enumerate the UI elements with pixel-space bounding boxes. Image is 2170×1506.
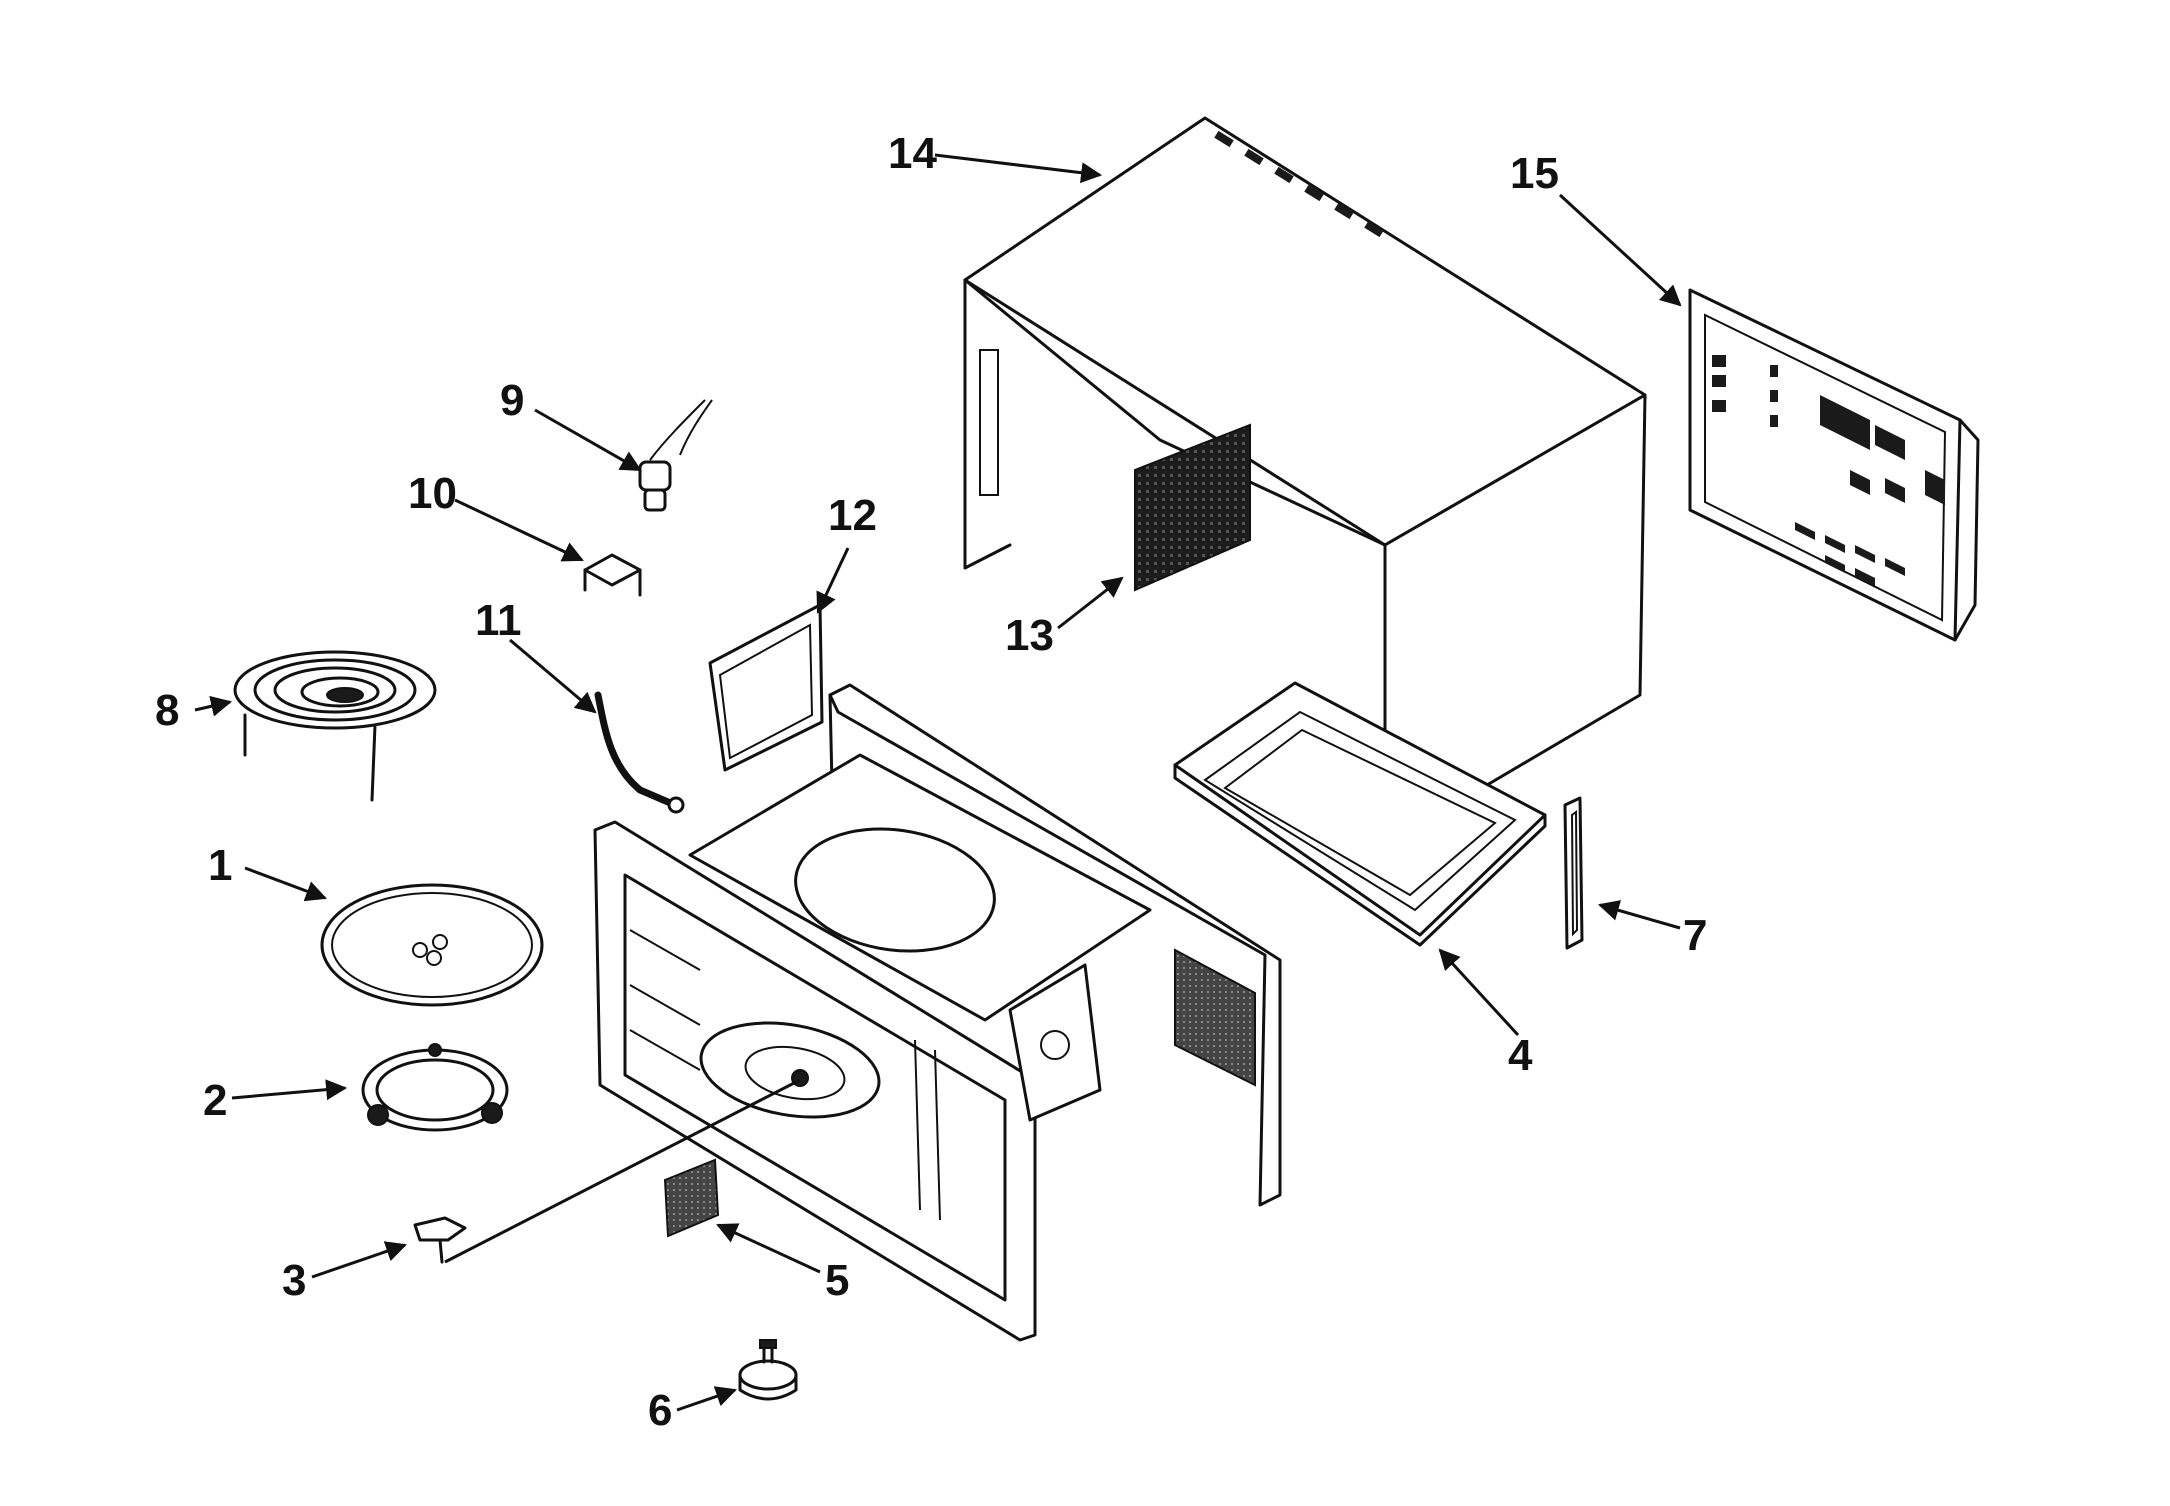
callout-4: 4 <box>1508 1031 1533 1080</box>
callout-labels: 1 2 3 4 5 6 7 8 9 10 11 12 13 14 15 <box>155 129 1707 1435</box>
callout-15: 15 <box>1510 149 1559 198</box>
part-5-mica-cover <box>663 1158 720 1238</box>
leader-14 <box>934 153 1103 184</box>
callout-5: 5 <box>825 1256 849 1305</box>
leader-7 <box>1597 900 1681 930</box>
part-11-wire-harness <box>594 691 685 814</box>
callout-13: 13 <box>1005 611 1054 660</box>
callout-12: 12 <box>828 491 877 540</box>
leader-2 <box>231 1079 348 1101</box>
part-10-lamp-bracket <box>583 553 642 597</box>
callout-11: 11 <box>475 596 522 645</box>
part-2-roller-ring <box>361 1043 509 1132</box>
part-12-waveguide-cover <box>708 603 824 772</box>
part-15-control-panel <box>1688 288 1980 642</box>
part-6-turntable-motor <box>738 1339 798 1401</box>
callout-8: 8 <box>155 686 179 735</box>
callout-14: 14 <box>888 129 937 178</box>
part-13-grille-panel <box>1134 423 1251 592</box>
leader-1 <box>244 866 327 902</box>
leader-6 <box>676 1386 737 1412</box>
part-4-base-plate <box>1173 681 1547 947</box>
callout-3: 3 <box>282 1256 306 1305</box>
leader-5 <box>716 1223 821 1274</box>
callout-7: 7 <box>1683 911 1707 960</box>
part-3-coupler <box>413 1216 467 1264</box>
part-1-glass-turntable <box>320 883 544 1007</box>
callout-1: 1 <box>208 841 232 890</box>
leader-4 <box>1438 948 1520 1037</box>
callout-2: 2 <box>203 1076 227 1125</box>
part-9-lamp-socket <box>638 399 713 512</box>
callout-9: 9 <box>500 376 524 425</box>
leader-9 <box>534 408 642 472</box>
leader-11 <box>509 638 597 714</box>
oven-cavity-assembly <box>593 683 1282 1342</box>
leader-13 <box>1057 576 1124 630</box>
callout-10: 10 <box>408 469 457 518</box>
leader-10 <box>454 498 584 562</box>
part-14-outer-cabinet <box>963 116 1647 847</box>
leader-lines <box>194 153 1682 1412</box>
part-7-side-bracket <box>1563 796 1584 950</box>
leader-3 <box>311 1241 407 1279</box>
part-8-heating-element <box>233 650 437 802</box>
leader-15 <box>1558 193 1682 307</box>
callout-6: 6 <box>648 1386 672 1435</box>
leader-3b <box>444 1078 801 1264</box>
leader-12 <box>816 547 850 614</box>
leader-8 <box>194 695 233 717</box>
